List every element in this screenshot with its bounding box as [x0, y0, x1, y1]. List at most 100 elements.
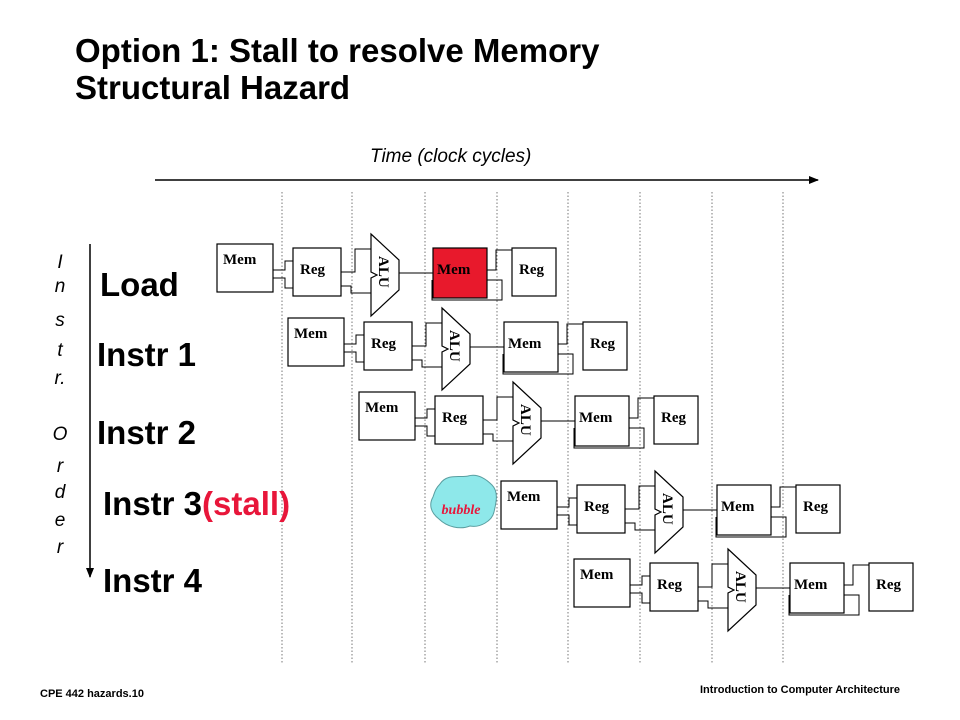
- alu-label: ALU: [446, 330, 462, 362]
- reg-write-box: [511, 247, 557, 297]
- mem-data-box-hazard: [432, 247, 488, 299]
- reg-read-label: Reg: [300, 262, 325, 278]
- bubble-shape: [430, 474, 497, 529]
- mem-data-label: Mem: [721, 499, 755, 515]
- mem-data-label: Mem: [794, 577, 828, 593]
- reg-write-box: [868, 562, 914, 612]
- mem-fetch-label: Mem: [223, 252, 257, 268]
- time-axis-label: Time (clock cycles): [370, 146, 532, 167]
- wire: [625, 485, 655, 510]
- instr-label-load: Load: [100, 266, 179, 303]
- wire: [788, 594, 860, 616]
- wire: [415, 425, 435, 437]
- wire: [698, 563, 728, 588]
- title-line-2: Structural Hazard: [75, 69, 351, 106]
- order-letter-9: e: [54, 510, 66, 531]
- order-letter-3: s: [55, 310, 65, 331]
- title-line-1: Option 1: Stall to resolve Memory: [75, 32, 600, 69]
- reg-read-label: Reg: [584, 499, 609, 515]
- order-letter-5: r.: [54, 368, 66, 389]
- mem-fetch-box: [500, 480, 558, 530]
- order-letter-10: r: [56, 537, 64, 558]
- wire: [630, 575, 650, 586]
- alu-shape: [441, 306, 471, 392]
- wire: [630, 592, 650, 604]
- reg-write-box: [582, 321, 628, 371]
- reg-write-label: Reg: [661, 410, 686, 426]
- mem-fetch-label: Mem: [365, 400, 399, 416]
- reg-read-label: Reg: [371, 336, 396, 352]
- alu-label: ALU: [659, 493, 675, 525]
- mem-fetch-label: Mem: [294, 326, 328, 342]
- bubble: bubble: [430, 474, 497, 529]
- order-letter-7: r: [56, 456, 64, 477]
- reg-write-label: Reg: [519, 262, 544, 278]
- mem-data-label: Mem: [579, 410, 613, 426]
- wire: [344, 334, 364, 345]
- mem-fetch-box: [216, 243, 274, 293]
- wire: [341, 248, 371, 273]
- wire: [502, 353, 574, 375]
- reg-read-box: [292, 247, 342, 297]
- wire: [557, 497, 577, 508]
- reg-write-box: [795, 484, 841, 534]
- order-letter-2: n: [54, 276, 66, 297]
- bubble-label: bubble: [442, 503, 481, 518]
- reg-write-box: [653, 395, 699, 445]
- wire: [698, 600, 728, 609]
- wire: [482, 249, 512, 271]
- reg-write-label: Reg: [590, 336, 615, 352]
- instr-label-2: Instr 2: [97, 414, 197, 451]
- wire: [557, 514, 577, 526]
- mem-data-label: Mem: [508, 336, 542, 352]
- order-letter-1: I: [57, 252, 63, 273]
- footer-course-id: CPE 442 hazards.10: [40, 688, 144, 700]
- wire: [344, 351, 364, 363]
- mem-fetch-label: Mem: [580, 567, 614, 583]
- mem-data-box: [716, 484, 772, 536]
- wire: [483, 396, 513, 421]
- wire: [553, 323, 583, 345]
- order-letter-6: O: [52, 424, 68, 445]
- alu-shape: [654, 469, 684, 555]
- reg-read-label: Reg: [442, 410, 467, 426]
- wire: [273, 277, 293, 289]
- wire: [766, 486, 796, 508]
- alu-shape: [370, 232, 400, 318]
- wire: [839, 564, 869, 586]
- reg-read-box: [363, 321, 413, 371]
- reg-read-label: Reg: [657, 577, 682, 593]
- alu-shape: [512, 380, 542, 466]
- reg-write-label: Reg: [876, 577, 901, 593]
- mem-fetch-box: [287, 317, 345, 367]
- instr-label-4: Instr 4: [103, 562, 203, 599]
- mem-data-box: [503, 321, 559, 373]
- order-letter-8: d: [54, 482, 66, 503]
- instr-label-1: Instr 1: [97, 336, 197, 373]
- wire: [624, 397, 654, 419]
- slide-title: Option 1: Stall to resolve Memory Struct…: [75, 32, 599, 106]
- wire: [412, 322, 442, 347]
- wire: [415, 408, 435, 419]
- reg-write-label: Reg: [803, 499, 828, 515]
- mem-data-box: [789, 562, 845, 614]
- wire: [715, 516, 787, 538]
- wire: [412, 359, 442, 368]
- wire: [573, 427, 645, 449]
- reg-read-box: [576, 484, 626, 534]
- mem-data-label: Mem: [437, 262, 471, 278]
- wire: [273, 260, 293, 271]
- order-letter-4: t: [57, 340, 63, 361]
- mem-fetch-label: Mem: [507, 489, 541, 505]
- alu-label: ALU: [732, 571, 748, 603]
- wire: [483, 433, 513, 442]
- wire: [625, 522, 655, 531]
- footer-course-title: Introduction to Computer Architecture: [700, 684, 901, 696]
